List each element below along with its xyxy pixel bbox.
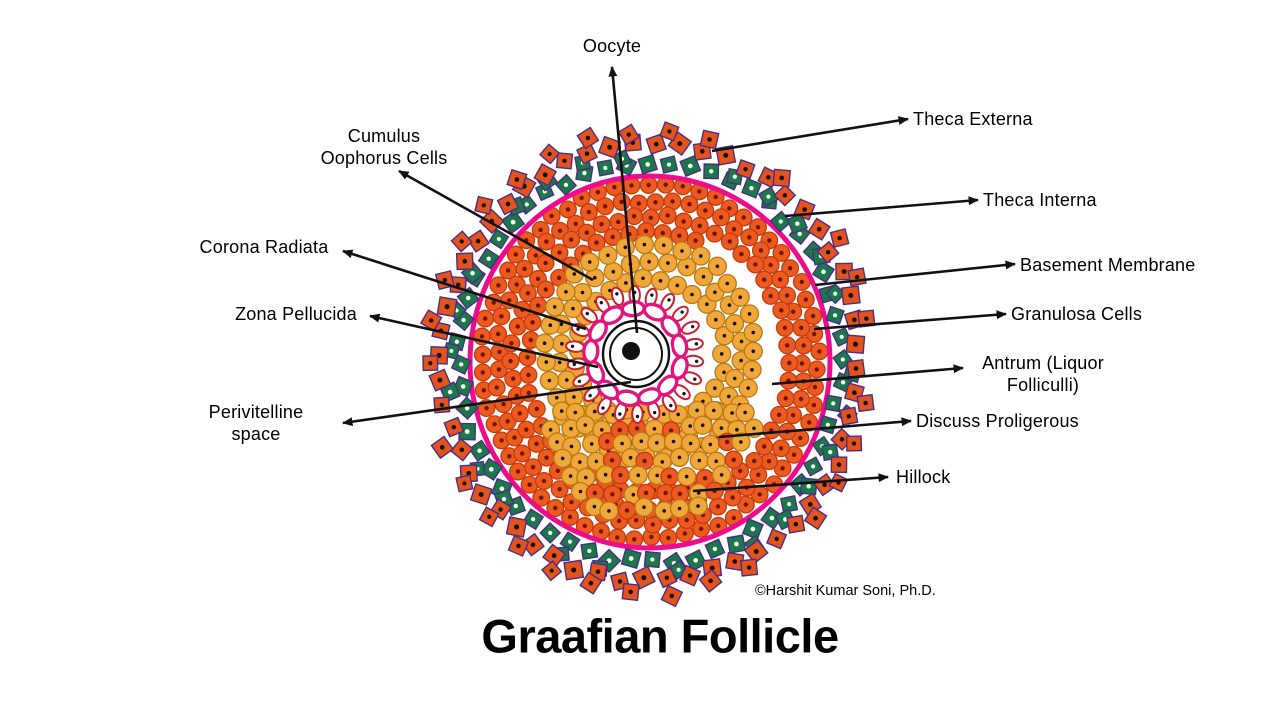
arrow-theca-externa xyxy=(711,116,909,153)
arrow-cumulus-oophorus-cells xyxy=(398,169,594,282)
arrow-granulosa-cells xyxy=(813,310,1007,331)
arrow-theca-interna xyxy=(784,196,979,218)
copyright-credit: ©Harshit Kumar Soni, Ph.D. xyxy=(755,583,936,599)
arrow-antrum-liquor-folliculli xyxy=(771,364,964,386)
diagram-title: Graafian Follicle xyxy=(481,609,839,663)
arrow-corona-radiata xyxy=(342,249,587,331)
annotation-arrows xyxy=(342,66,1016,493)
arrow-perivitelline-space xyxy=(342,380,632,427)
arrow-discuss-proligerous xyxy=(718,417,912,439)
arrow-zona-pellucida xyxy=(369,313,599,369)
arrow-basement-membrane xyxy=(814,260,1016,287)
arrow-oocyte xyxy=(608,66,639,334)
arrow-hillock xyxy=(692,473,889,493)
